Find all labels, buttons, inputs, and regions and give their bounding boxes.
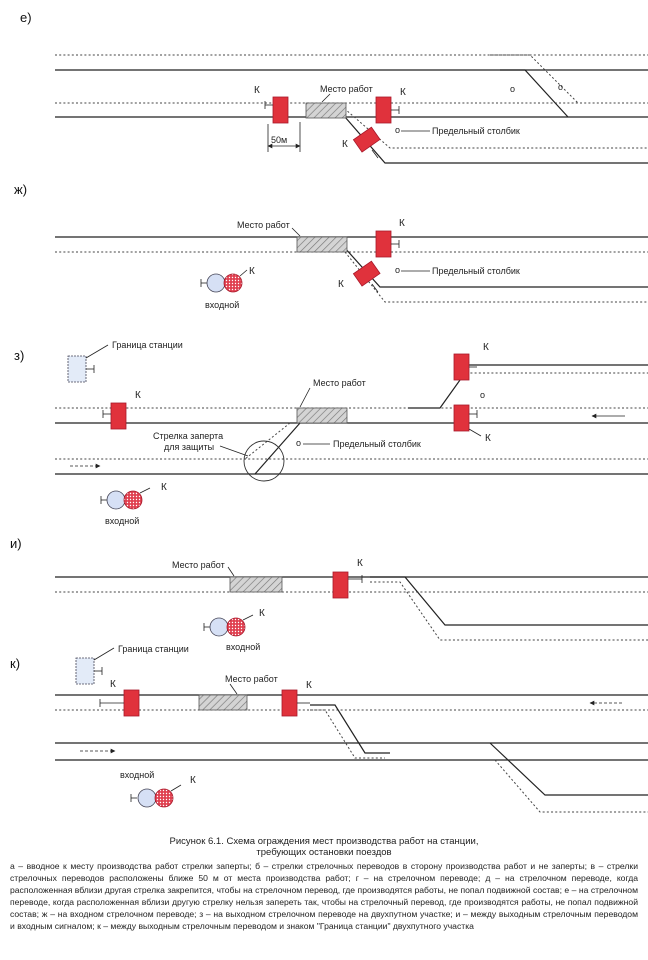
work-place-label: Место работ [237,220,290,230]
work-place-label: Место работ [320,84,373,94]
work-place-area [296,236,348,253]
panel-letter: к) [10,656,20,671]
station-border-label: Граница станции [118,644,189,654]
k-label: К [135,390,141,401]
switch-protect-label: Стрелка заперта [153,431,223,441]
k-label: К [400,87,406,98]
work-place-label: Место работ [313,378,366,388]
k-label: К [485,433,491,444]
stop-signal [110,402,127,430]
entry-signal-label: входной [205,300,239,310]
panel-e: е) о о Место работ К К К 50м о Предельн [20,10,648,164]
panel-letter: з) [14,348,24,363]
entry-signal [203,614,254,637]
switch-protect-label: для защиты [164,442,214,452]
panel-letter: ж) [14,182,27,197]
entry-signal-label: входной [105,516,139,526]
k-label: К [259,608,265,619]
station-border-sign [67,355,87,383]
work-place-area [296,407,348,424]
stop-signal [352,126,381,153]
fencing-scheme-diagram: е) о о Место работ К К К 50м о Предельн [10,10,648,813]
limit-post-mark: о [395,265,400,275]
limit-post-mark: о [395,125,400,135]
limit-post-label: Предельный столбик [432,266,520,276]
work-place-area [198,694,248,711]
entry-signal-label: входной [120,770,154,780]
figure-caption-title: Рисунок 6.1. Схема ограждения мест произ… [0,836,648,858]
k-label: К [342,139,348,150]
entry-signal [200,269,248,293]
panel-z: з) Граница станции К Место работ о Преде… [14,340,648,526]
k-label: К [254,85,260,96]
panel-zh: ж) Место работ К К о Предельный столбик … [14,182,648,310]
stop-signal [123,689,140,717]
k-label: К [249,266,255,277]
limit-post-label: Предельный столбик [432,126,520,136]
station-border-label: Граница станции [112,340,183,350]
stop-signal [272,96,289,124]
work-place-area [305,102,347,119]
panel-letter: е) [20,10,32,25]
limit-post-mark: о [296,438,301,448]
station-border-sign [75,657,95,685]
k-label: К [357,558,363,569]
entry-signal [130,784,182,808]
limit-post-label: Предельный столбик [333,439,421,449]
limit-post-mark: о [480,390,485,400]
k-label: К [306,680,312,691]
limit-post-mark: о [510,84,515,94]
stop-signal [375,96,392,124]
k-label: К [190,775,196,786]
limit-post-mark: о [558,82,563,92]
figure-caption-text: а – вводное к месту производства работ с… [10,861,638,931]
entry-signal [100,487,151,510]
k-label: К [483,342,489,353]
k-label: К [338,279,344,290]
stop-signal [352,260,381,287]
caption-title-line: требующих остановки поездов [256,847,392,858]
work-place-label: Место работ [225,674,278,684]
stop-signal [281,689,298,717]
panel-k: к) Граница станции К Место работ К входн… [10,644,648,813]
work-place-area [229,576,283,593]
panel-letter: и) [10,536,22,551]
stop-signal [332,571,349,599]
stop-signal [453,404,470,432]
stop-signal [375,230,392,258]
panel-i: и) Место работ К К входной [10,536,648,652]
distance-label: 50м [271,135,287,145]
caption-title-line: Рисунок 6.1. Схема ограждения мест произ… [169,836,479,847]
k-label: К [110,679,116,690]
entry-signal-label: входной [226,642,260,652]
stop-signal [453,353,470,381]
k-label: К [161,482,167,493]
k-label: К [399,218,405,229]
work-place-label: Место работ [172,560,225,570]
